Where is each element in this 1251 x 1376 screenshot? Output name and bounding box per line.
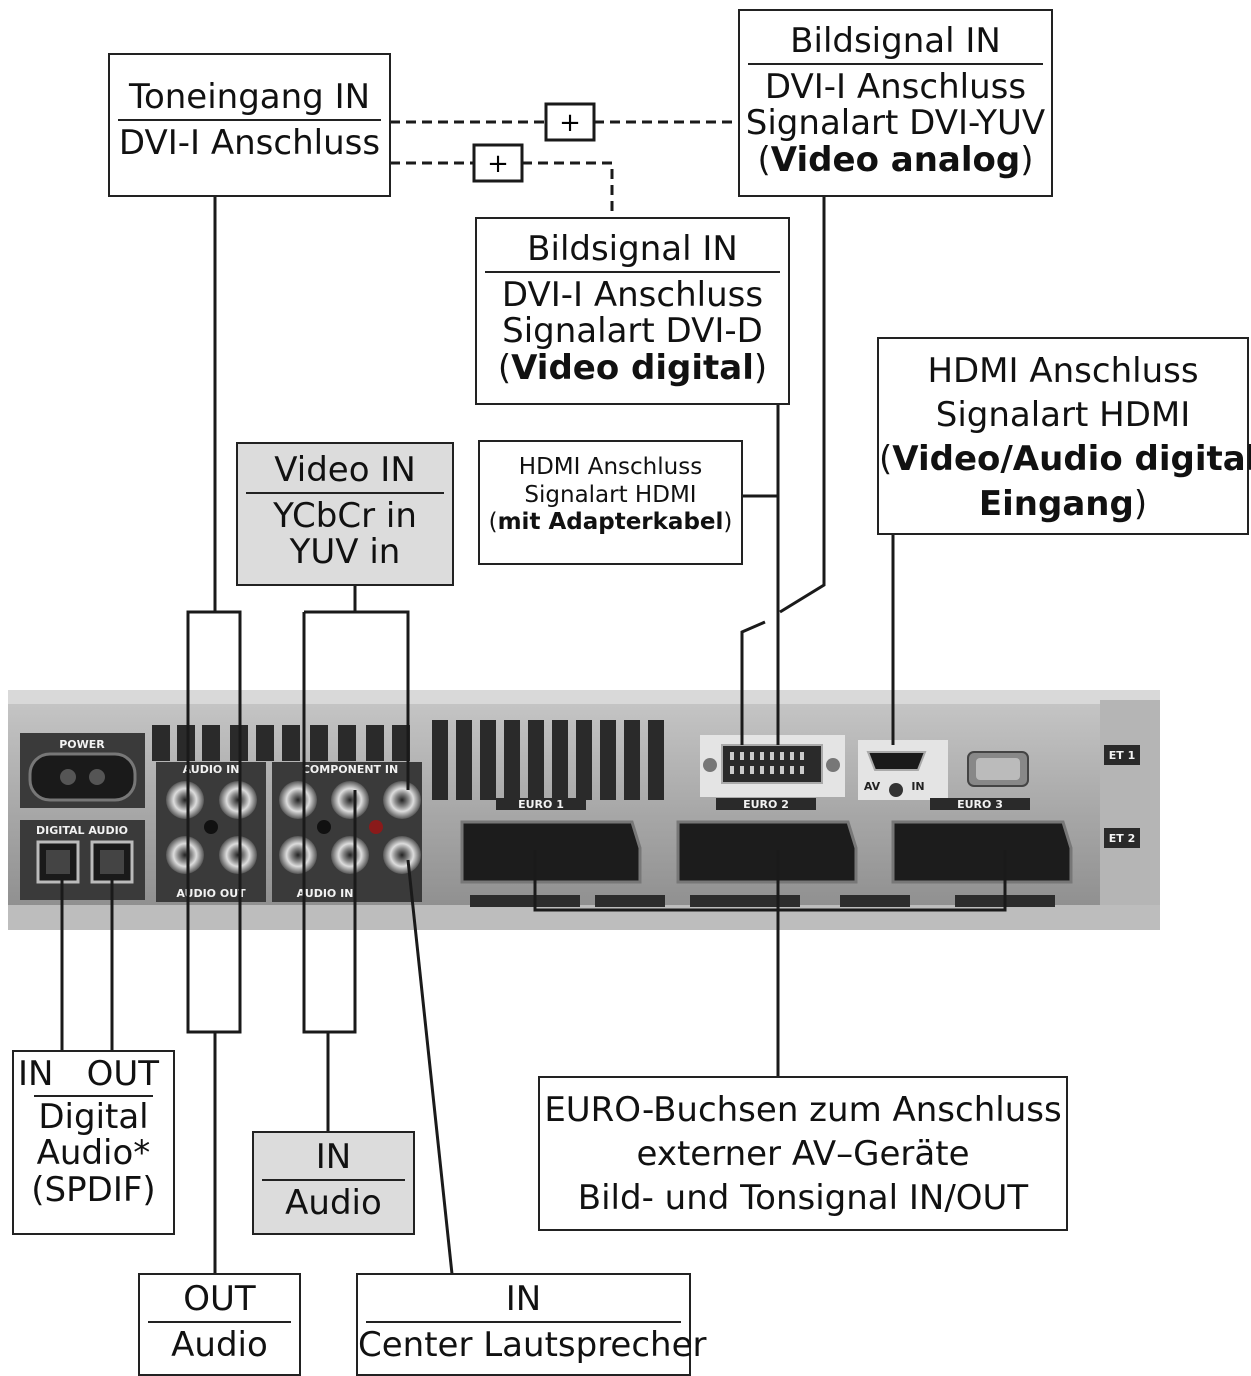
toneingang-box: Toneingang IN DVI-I Anschluss: [108, 53, 391, 197]
audio-out-title: OUT: [183, 1279, 256, 1319]
in-label: IN: [911, 780, 924, 793]
hdmi-adapter-line3: mit Adapterkabel: [497, 509, 724, 536]
audio-in-box: IN Audio: [252, 1131, 415, 1235]
audio-in-title: IN: [315, 1137, 352, 1177]
hdmi-main-line2: Signalart HDMI: [935, 395, 1191, 436]
hdmi-adapter-box: HDMI Anschluss Signalart HDMI (mit Adapt…: [478, 440, 743, 565]
hdmi-main-line4: Eingang: [978, 483, 1134, 524]
wires: [60, 120, 1007, 1275]
svg-text:+: +: [487, 149, 509, 179]
dvi-yuv-line1: DVI-I Anschluss: [764, 66, 1027, 107]
euro1-label: EURO 1: [518, 798, 564, 811]
paren-close: ): [753, 348, 768, 389]
audio-out-box: OUT Audio: [138, 1273, 301, 1376]
dvi-d-box: Bildsignal IN DVI-I Anschluss Signalart …: [475, 217, 790, 405]
audio-out-line1: Audio: [171, 1324, 268, 1365]
euro3-label: EURO 3: [957, 798, 1003, 811]
digital-audio-line2: Audio*: [36, 1133, 151, 1174]
toneingang-line1: DVI-I Anschluss: [118, 122, 381, 163]
dvi-d-line2: Signalart DVI-D: [502, 311, 763, 352]
et1-label: ET 1: [1109, 749, 1136, 762]
center-speaker-box: IN Center Lautsprecher: [356, 1273, 707, 1376]
hdmi-adapter-line2: Signalart HDMI: [524, 481, 697, 508]
paren-close: ): [1133, 483, 1148, 524]
digital-audio-line3: (SPDIF): [31, 1170, 156, 1211]
center-title: IN: [505, 1279, 542, 1319]
paren-close: ): [1020, 140, 1034, 181]
hdmi-main-line3: Video/Audio digital: [892, 439, 1251, 480]
paren-open: (: [757, 140, 771, 181]
component-in-panel-label: COMPONENT IN: [302, 763, 398, 776]
euro2-label: EURO 2: [743, 798, 789, 811]
digital-audio-in: IN: [18, 1054, 54, 1094]
euro-line3: Bild- und Tonsignal IN/OUT: [577, 1178, 1029, 1219]
digital-audio-line1: Digital: [38, 1096, 149, 1137]
dvi-d-line1: DVI-I Anschluss: [501, 274, 764, 315]
dvi-yuv-line3: Video analog: [770, 140, 1021, 181]
hdmi-main-line1: HDMI Anschluss: [927, 351, 1199, 391]
video-in-line1: YCbCr in: [273, 495, 417, 536]
video-in-line2: YUV in: [289, 532, 401, 573]
svg-text:+: +: [559, 108, 581, 138]
audio-out-panel-label: AUDIO OUT: [176, 887, 246, 900]
audio-in-line1: Audio: [285, 1182, 382, 1223]
paren-open: (: [497, 348, 512, 389]
dvi-d-title: Bildsignal IN: [527, 229, 738, 269]
paren-open: (: [488, 509, 498, 536]
dvi-d-line3: Video digital: [511, 348, 754, 389]
euro-line1: EURO-Buchsen zum Anschluss: [544, 1090, 1062, 1130]
dvi-yuv-line2: Signalart DVI-YUV: [745, 103, 1046, 144]
dvi-yuv-box: Bildsignal IN DVI-I Anschluss Signalart …: [738, 9, 1053, 197]
toneingang-title: Toneingang IN: [128, 77, 371, 117]
hdmi-main-box: HDMI Anschluss Signalart HDMI (Video/Aud…: [877, 337, 1251, 535]
av-label: AV: [864, 780, 881, 793]
euro-line2: externer AV–Geräte: [636, 1134, 970, 1175]
et2-label: ET 2: [1109, 832, 1136, 845]
audio-in-panel-label: AUDIO IN: [183, 763, 240, 776]
center-line1: Center Lautsprecher: [358, 1324, 707, 1365]
digital-audio-box: IN OUT Digital Audio* (SPDIF): [12, 1050, 175, 1235]
audio-in2-panel-label: AUDIO IN: [297, 887, 354, 900]
hdmi-adapter-line1: HDMI Anschluss: [518, 454, 703, 480]
paren-close: ): [723, 509, 733, 536]
video-in-title: Video IN: [274, 450, 416, 490]
plus-box-bottom: +: [472, 143, 524, 183]
paren-open: (: [879, 439, 893, 480]
video-in-box: Video IN YCbCr in YUV in: [236, 442, 454, 586]
digital-audio-out: OUT: [86, 1054, 159, 1094]
plus-box-top: +: [544, 102, 596, 142]
euro-box: EURO-Buchsen zum Anschluss externer AV–G…: [538, 1076, 1068, 1231]
device-rear-panel: POWER DIGITAL AUDIO AUDIO IN AUDIO OUT C…: [8, 690, 1160, 930]
digital-audio-label: DIGITAL AUDIO: [36, 824, 128, 837]
power-label: POWER: [59, 738, 105, 751]
dvi-yuv-title: Bildsignal IN: [790, 21, 1001, 61]
